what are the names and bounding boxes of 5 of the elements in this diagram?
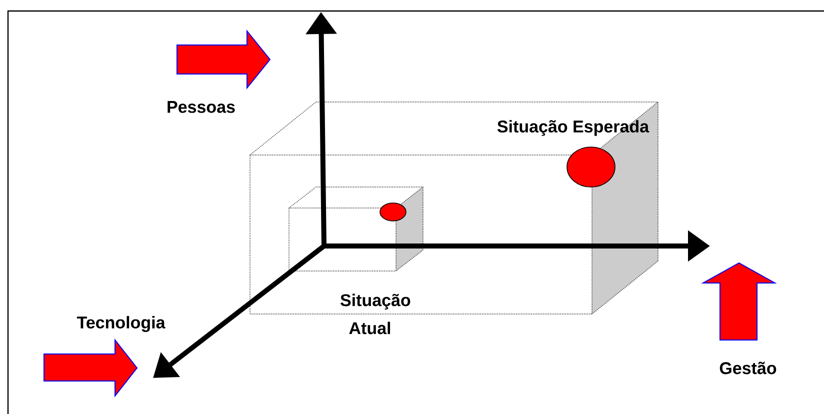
axis-label: Pessoas <box>168 101 235 113</box>
axis-label: Situação Atual <box>340 294 410 334</box>
axis-label: Situação Esperada <box>497 120 650 136</box>
axis-label: Gestão <box>720 362 776 374</box>
axis-label: Tecnologia <box>76 316 166 332</box>
